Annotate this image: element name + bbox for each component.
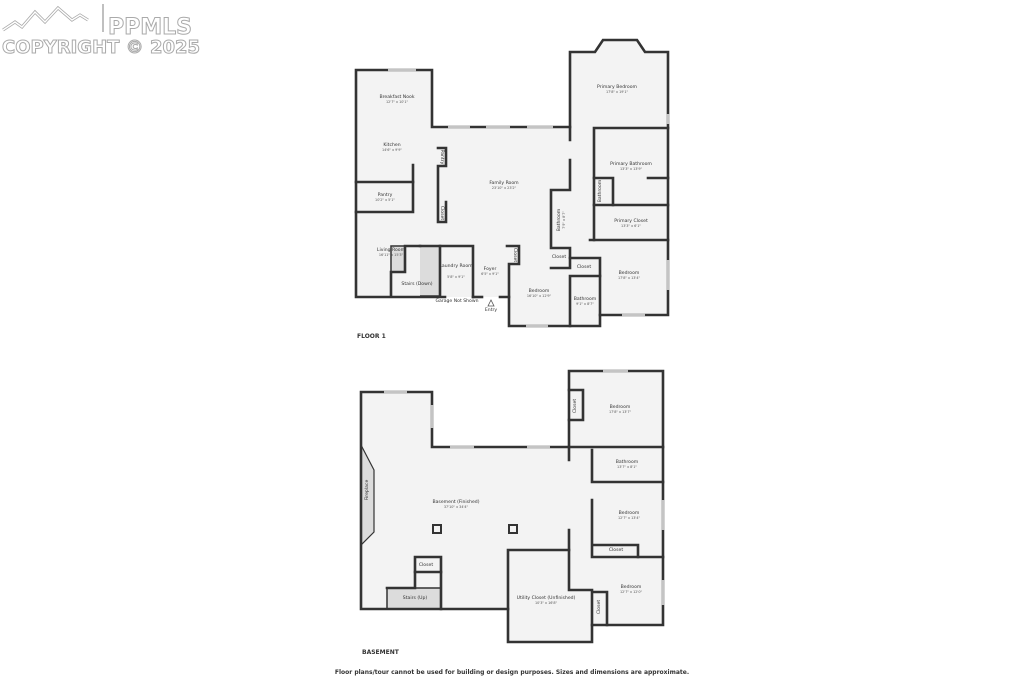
svg-text:23'10" x 23'2": 23'10" x 23'2" bbox=[492, 186, 517, 190]
room-label-laundry-room: Laundry Room 5'8" x 9'1" bbox=[439, 263, 473, 279]
pantry-small-label: Pantry bbox=[439, 150, 445, 165]
logo-copyright: COPYRIGHT © 2025 bbox=[2, 37, 200, 58]
support-column bbox=[508, 524, 518, 534]
svg-text:Pantry: Pantry bbox=[378, 192, 393, 198]
svg-text:Living Room: Living Room bbox=[377, 247, 406, 253]
closet-label: Closet bbox=[577, 264, 592, 270]
closet-label: Closet bbox=[439, 206, 445, 221]
bathroom-small-label: Bathroom bbox=[597, 179, 603, 202]
svg-text:Bedroom: Bedroom bbox=[610, 404, 631, 410]
svg-text:16'10" x 12'9": 16'10" x 12'9" bbox=[527, 294, 552, 298]
closet-label: Closet bbox=[552, 254, 567, 260]
logo-brand: PPMLS bbox=[108, 15, 192, 40]
garage-label: Garage Not Shown bbox=[435, 298, 478, 304]
svg-text:Bathroom: Bathroom bbox=[616, 459, 639, 465]
svg-text:Bedroom: Bedroom bbox=[619, 270, 640, 276]
svg-text:Bedroom: Bedroom bbox=[621, 584, 642, 590]
svg-text:Foyer: Foyer bbox=[484, 266, 497, 272]
svg-text:14'6" x 9'9": 14'6" x 9'9" bbox=[382, 148, 402, 152]
svg-text:5'8" x 9'1": 5'8" x 9'1" bbox=[447, 275, 465, 279]
entry-arrow-icon bbox=[487, 299, 495, 307]
fireplace-label: Fireplace bbox=[364, 480, 370, 501]
svg-text:10'3" x 16'8": 10'3" x 16'8" bbox=[535, 601, 558, 605]
svg-text:12'7" x 13'4": 12'7" x 13'4" bbox=[618, 516, 641, 520]
entry-label: Entry bbox=[485, 307, 498, 313]
closet-label: Closet bbox=[596, 600, 602, 615]
svg-text:16'11" x 15'3": 16'11" x 15'3" bbox=[379, 253, 404, 257]
svg-text:6'5" x 9'1": 6'5" x 9'1" bbox=[481, 272, 499, 276]
svg-text:13'7" x 8'1": 13'7" x 8'1" bbox=[617, 465, 637, 469]
svg-text:9'1" x 8'7": 9'1" x 8'7" bbox=[576, 302, 594, 306]
svg-text:Primary Closet: Primary Closet bbox=[614, 218, 648, 224]
svg-text:17'8" x 13'7": 17'8" x 13'7" bbox=[609, 410, 632, 414]
svg-text:Family Room: Family Room bbox=[489, 180, 519, 186]
support-column bbox=[432, 524, 442, 534]
basement-title: BASEMENT bbox=[362, 649, 400, 656]
stairs-down-label: Stairs (Down) bbox=[401, 281, 432, 287]
svg-text:Laundry Room: Laundry Room bbox=[439, 263, 473, 269]
svg-text:Breakfast Nook: Breakfast Nook bbox=[379, 94, 414, 100]
svg-text:13'3" x 13'9": 13'3" x 13'9" bbox=[620, 167, 643, 171]
svg-text:Bedroom: Bedroom bbox=[529, 288, 550, 294]
svg-text:Kitchen: Kitchen bbox=[383, 142, 400, 148]
svg-text:Bathroom: Bathroom bbox=[556, 208, 562, 231]
closet-label: Closet bbox=[572, 399, 578, 414]
svg-text:17'8" x 19'1": 17'8" x 19'1" bbox=[606, 90, 629, 94]
svg-text:Basement (Finished): Basement (Finished) bbox=[432, 499, 479, 505]
room-label-utility-closet: Utility Closet (Unfinished)10'3" x 16'8" bbox=[517, 595, 576, 605]
ppmls-logo: PPMLS COPYRIGHT © 2025 bbox=[2, 4, 201, 59]
basement-plan: Basement (Finished)37'10" x 34'4" Bedroo… bbox=[359, 369, 665, 656]
svg-text:13'3" x 6'1": 13'3" x 6'1" bbox=[621, 224, 641, 228]
svg-text:Primary Bathroom: Primary Bathroom bbox=[610, 161, 652, 167]
svg-text:12'7" x 10'1": 12'7" x 10'1" bbox=[386, 100, 409, 104]
disclaimer: Floor plans/tour cannot be used for buil… bbox=[335, 669, 689, 676]
closet-label: Closet bbox=[609, 547, 624, 553]
closet-label: Closet bbox=[419, 562, 434, 568]
closet-label: Closet bbox=[512, 248, 518, 263]
svg-text:Utility Closet (Unfinished): Utility Closet (Unfinished) bbox=[517, 595, 576, 601]
svg-text:7'9" x 8'7": 7'9" x 8'7" bbox=[562, 211, 566, 229]
svg-text:10'2" x 5'1": 10'2" x 5'1" bbox=[375, 198, 395, 202]
svg-text:17'8" x 13'4": 17'8" x 13'4" bbox=[618, 276, 641, 280]
svg-text:Bedroom: Bedroom bbox=[619, 510, 640, 516]
floor-1-title: FLOOR 1 bbox=[357, 333, 386, 340]
svg-text:Bathroom: Bathroom bbox=[574, 296, 597, 302]
svg-text:12'7" x 12'0": 12'7" x 12'0" bbox=[620, 590, 643, 594]
svg-text:37'10" x 34'4": 37'10" x 34'4" bbox=[444, 505, 469, 509]
stairs-up-label: Stairs (Up) bbox=[403, 595, 428, 601]
room-label-basement-finished: Basement (Finished)37'10" x 34'4" bbox=[432, 499, 479, 509]
svg-text:Primary Bedroom: Primary Bedroom bbox=[597, 84, 638, 90]
